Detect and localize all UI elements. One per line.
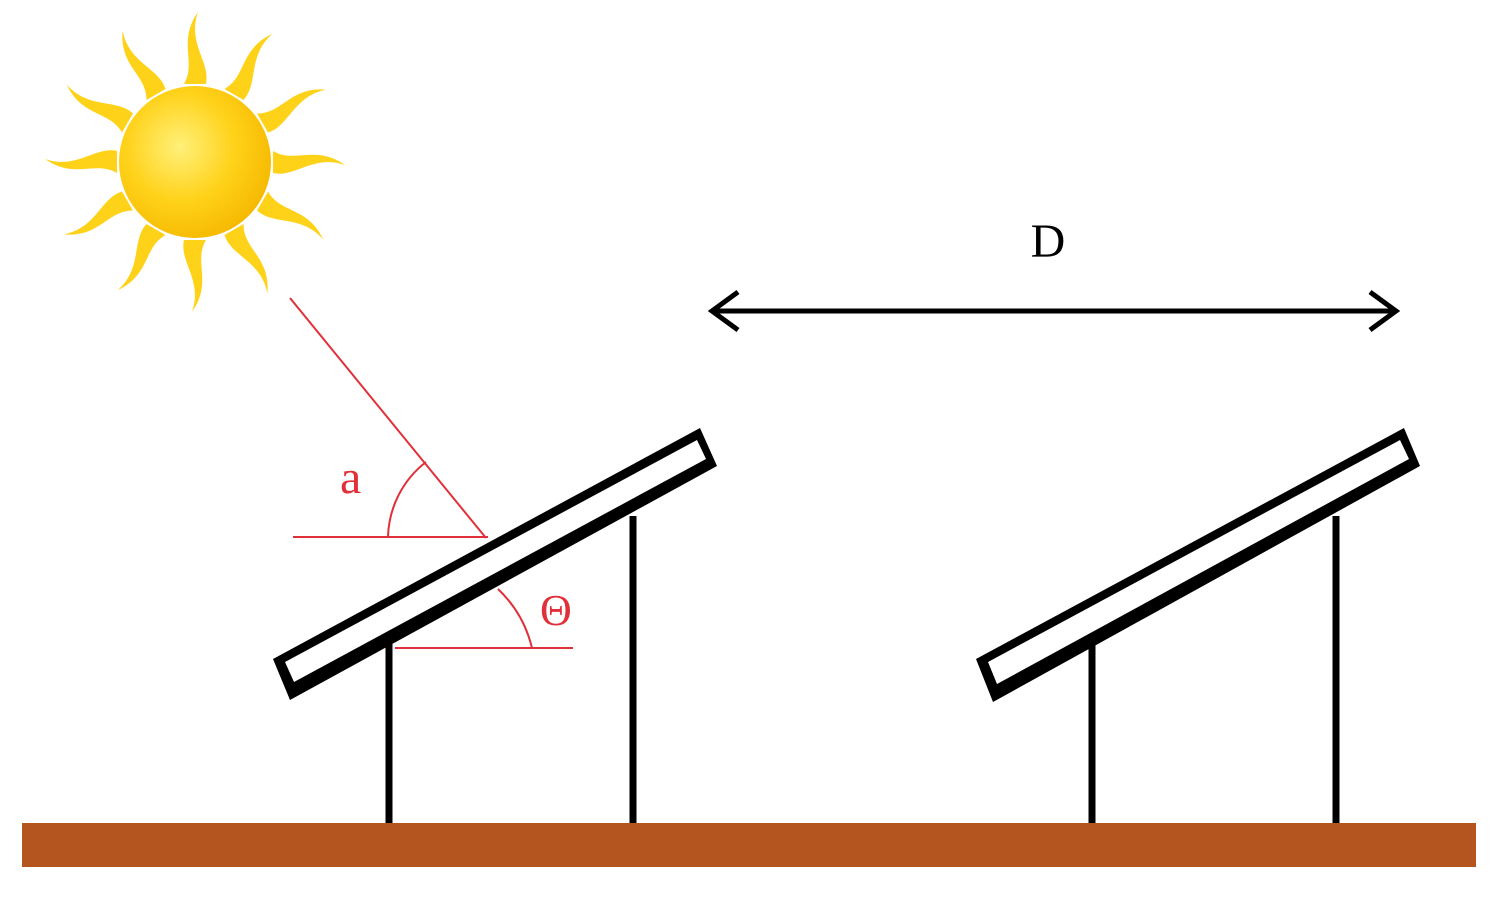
- ground: [22, 823, 1476, 867]
- sun-ray-5: [257, 191, 324, 240]
- panel-right-surface: [988, 440, 1409, 684]
- sun-icon: [45, 12, 345, 312]
- sun-ray-7: [183, 240, 206, 312]
- sun-core: [119, 86, 271, 238]
- sun-ray-4: [273, 151, 345, 174]
- distance-label: D: [1031, 215, 1066, 268]
- double-arrow-icon: [707, 289, 1401, 333]
- sun-ray-2: [224, 33, 273, 100]
- sun-rays: [45, 12, 345, 312]
- tilt-angle-arc: [497, 588, 533, 649]
- sun-ray-6: [224, 224, 268, 294]
- sun-ray-8: [117, 224, 166, 291]
- solar-panel-right: [976, 428, 1420, 826]
- tilt-angle-label: Θ: [540, 586, 572, 635]
- sun-ray-3: [257, 89, 327, 133]
- sun-angle-arc: [387, 461, 427, 538]
- sun-angle-label: a: [340, 451, 361, 504]
- sun-ray-1: [184, 12, 207, 84]
- panel-left-surface: [285, 440, 706, 682]
- sun-ray-line: [289, 297, 487, 539]
- sun-ray-11: [66, 84, 133, 133]
- solar-panel-left: [273, 428, 717, 826]
- sun-ray-12: [122, 30, 166, 100]
- sun-ray-9: [63, 191, 133, 235]
- sun-ray-10: [45, 150, 117, 173]
